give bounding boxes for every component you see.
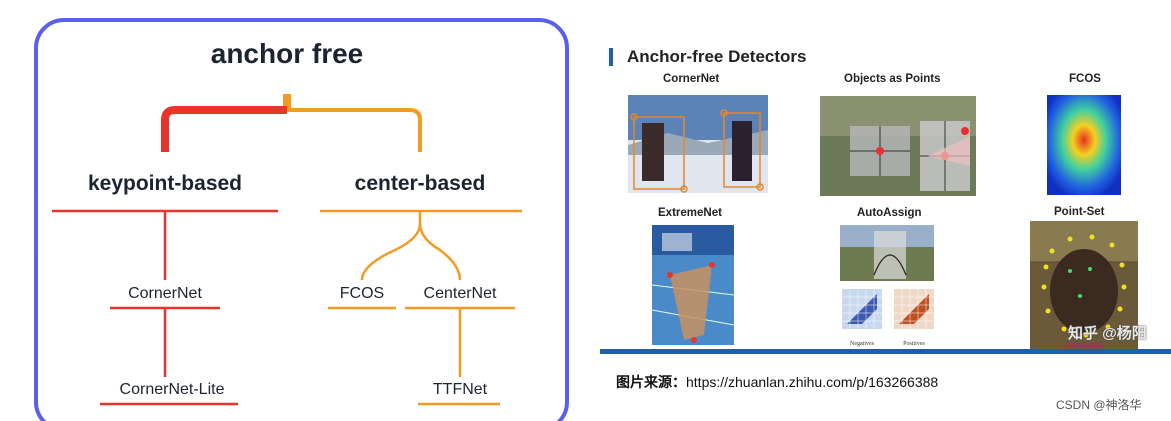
autoassign-image: Negatives Positives xyxy=(836,225,938,349)
caption-prefix: 图片来源： xyxy=(616,374,686,390)
fcos-label: FCOS xyxy=(340,285,384,302)
diagram-frame xyxy=(34,18,569,421)
ttfnet-label: TTFNet xyxy=(433,381,488,398)
slide-bottom-bar xyxy=(600,349,1171,354)
autoassign-negatives-label: Negatives xyxy=(850,341,875,347)
thumb-title-autoassign: AutoAssign xyxy=(857,207,922,219)
centernet-label: CenterNet xyxy=(424,285,497,302)
fcos-image xyxy=(1047,95,1121,195)
thumb-title-point-set: Point-Set xyxy=(1054,206,1105,218)
point-set-image: point-based xyxy=(1030,221,1138,349)
zhihu-watermark: 知乎 @杨阳 xyxy=(1068,325,1147,342)
csdn-watermark: CSDN @神洛华 xyxy=(1056,398,1142,412)
thumb-title-cornernet: CornerNet xyxy=(663,73,720,85)
slide-title-accent xyxy=(609,48,613,66)
thumb-title-fcos: FCOS xyxy=(1069,73,1101,85)
keypoint-based-label: keypoint-based xyxy=(88,172,242,195)
center-connector xyxy=(287,108,422,152)
image-source-caption: 图片来源：https://zhuanlan.zhihu.com/p/163266… xyxy=(616,372,938,392)
autoassign-positives-label: Positives xyxy=(903,341,925,347)
cornernet-label: CornerNet xyxy=(128,285,202,302)
point-set-caption: point-based xyxy=(1066,342,1103,349)
fcos-connector xyxy=(360,211,422,281)
extremenet-image xyxy=(652,225,734,345)
anchor-free-diagram: anchor free keypoint-based CornerNet Cor… xyxy=(34,18,569,421)
thumb-title-extremenet: ExtremeNet xyxy=(658,207,722,219)
centernet-connector xyxy=(418,223,462,281)
objects-as-points-image xyxy=(820,96,976,196)
caption-url[interactable]: https://zhuanlan.zhihu.com/p/163266388 xyxy=(686,374,939,390)
thumb-title-objects-as-points: Objects as Points xyxy=(844,73,941,85)
slide-title: Anchor-free Detectors xyxy=(627,47,807,66)
cornernet-lite-label: CornerNet-Lite xyxy=(120,381,225,398)
cornernet-image xyxy=(628,95,768,193)
diagram-title: anchor free xyxy=(211,38,364,69)
center-based-label: center-based xyxy=(355,172,486,195)
keypoint-connector xyxy=(161,106,287,152)
